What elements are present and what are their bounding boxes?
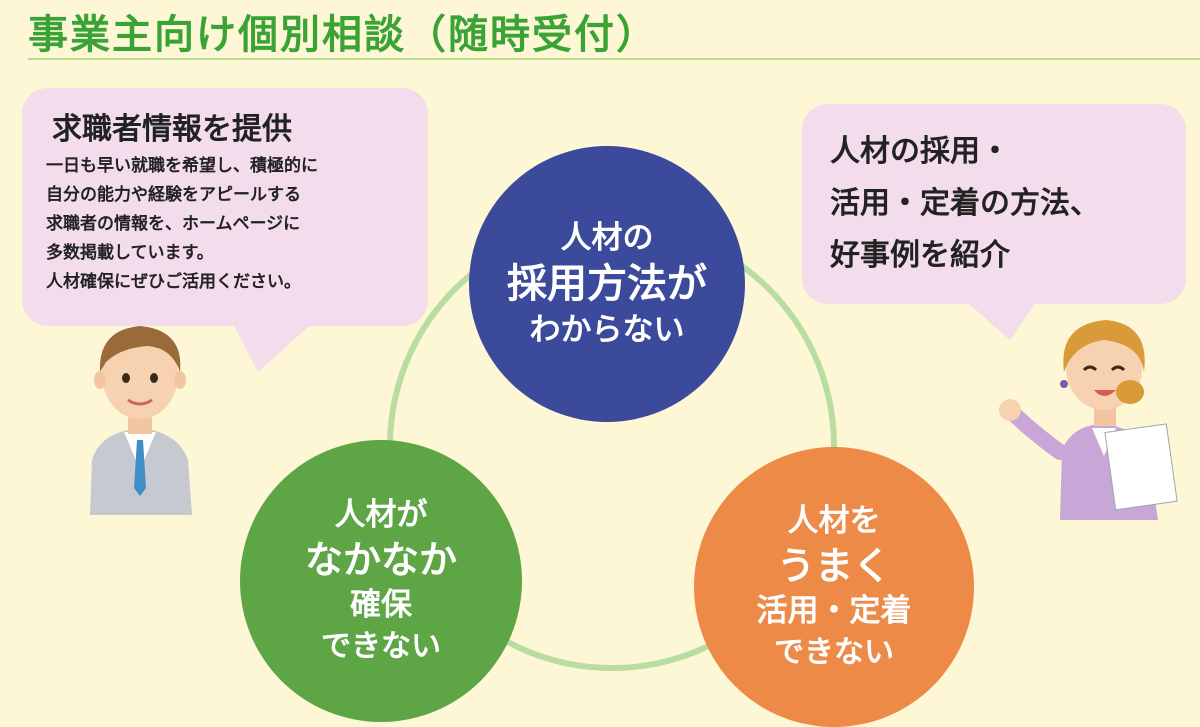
title-divider <box>28 58 1200 60</box>
right-bubble-tail <box>960 296 1040 340</box>
businesswoman-illustration <box>999 320 1178 520</box>
left-bubble-line: 多数掲載しています。 <box>46 243 214 263</box>
circle-utilize-retain: 人材を うまく 活用・定着 できない <box>694 447 974 727</box>
circle-text: 採用方法が <box>507 261 707 307</box>
circle-text: 人材を <box>787 503 881 539</box>
right-bubble-body: 人材の採用・ 活用・定着の方法、 好事例を紹介 <box>830 126 1100 282</box>
circle-recruitment-method: 人材の 採用方法が わからない <box>469 146 745 422</box>
circle-text: 確保 <box>350 587 412 623</box>
circle-text: なかなか <box>304 538 457 582</box>
circle-text: 人材が <box>334 497 428 533</box>
circle-text: できない <box>321 629 441 664</box>
left-speech-bubble: 求職者情報を提供 一日も早い就職を希望し、積極的に 自分の能力や経験をアピールす… <box>22 88 428 326</box>
left-bubble-tail <box>230 318 318 372</box>
left-bubble-line: 求職者の情報を、ホームページに <box>46 214 301 234</box>
right-bubble-line: 人材の採用・ <box>830 134 1010 169</box>
left-bubble-line: 一日も早い就職を希望し、積極的に <box>46 156 318 176</box>
left-bubble-title: 求職者情報を提供 <box>52 112 292 147</box>
right-bubble-line: 活用・定着の方法、 <box>830 186 1100 221</box>
circle-text: うまく <box>776 544 891 588</box>
circle-recruit-secure: 人材が なかなか 確保 できない <box>240 440 522 722</box>
businessman-illustration <box>90 326 192 515</box>
circle-text: わからない <box>529 312 685 348</box>
right-speech-bubble: 人材の採用・ 活用・定着の方法、 好事例を紹介 <box>802 104 1186 304</box>
circle-text: 人材の <box>560 220 654 256</box>
circle-text: 活用・定着 <box>756 593 912 629</box>
left-bubble-body: 一日も早い就職を希望し、積極的に 自分の能力や経験をアピールする 求職者の情報を… <box>46 152 318 297</box>
right-bubble-line: 好事例を紹介 <box>830 238 1010 273</box>
circle-text: できない <box>774 635 894 670</box>
page-title: 事業主向け個別相談（随時受付） <box>28 12 658 58</box>
left-bubble-line: 自分の能力や経験をアピールする <box>46 185 301 205</box>
left-bubble-line: 人材確保にぜひご活用ください。 <box>46 272 301 292</box>
